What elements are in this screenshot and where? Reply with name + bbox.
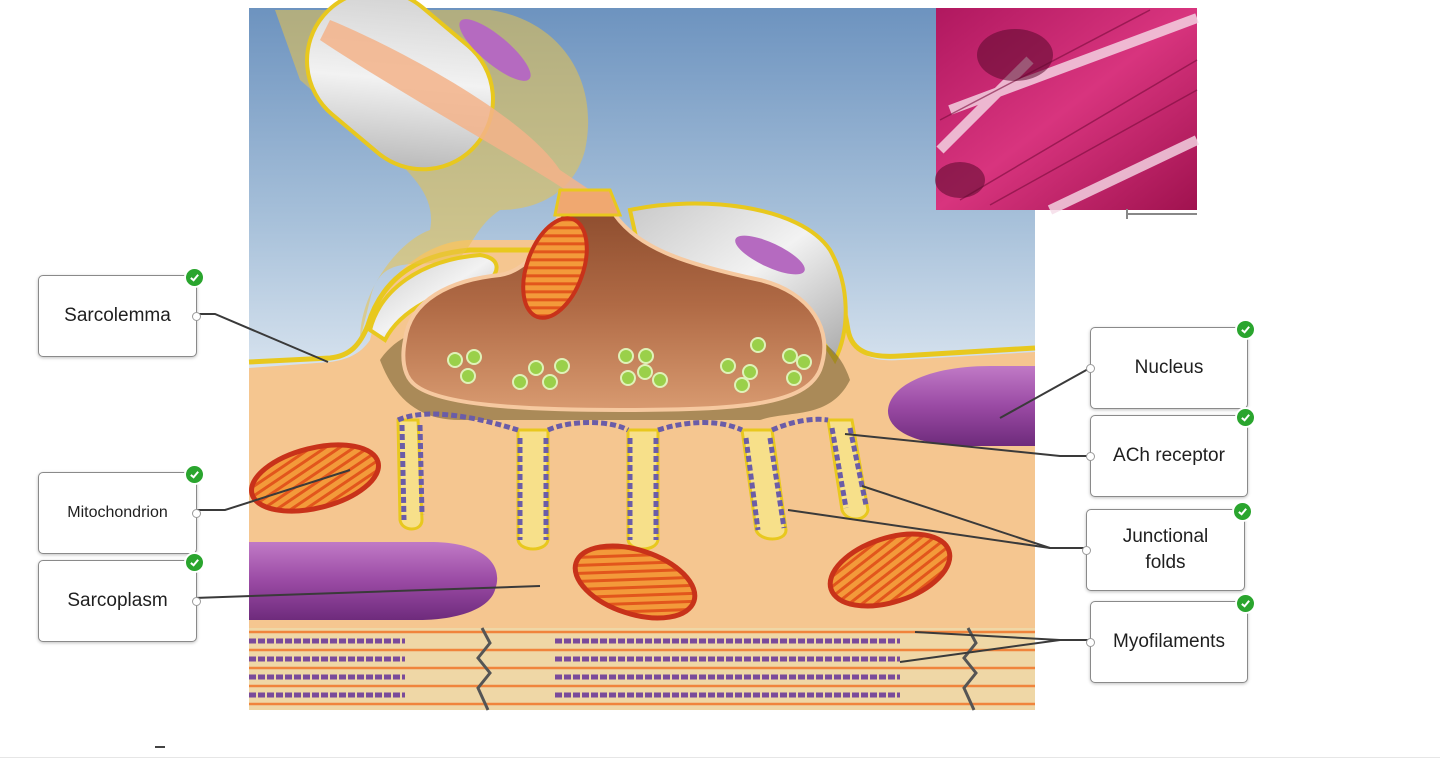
anchor-dot-icon[interactable] (192, 597, 201, 606)
axon-neck (555, 190, 620, 215)
label-myofilaments[interactable]: Myofilaments (1090, 601, 1248, 683)
anchor-dot-icon[interactable] (1086, 638, 1095, 647)
label-text: Sarcoplasm (61, 588, 173, 614)
label-text: Nucleus (1129, 355, 1210, 381)
check-icon (184, 552, 205, 573)
label-text: Mitochondrion (61, 500, 174, 526)
bottom-divider (0, 757, 1440, 758)
label-text: Sarcolemma (58, 303, 177, 329)
label-sarcoplasm[interactable]: Sarcoplasm (38, 560, 197, 642)
label-ach-receptor[interactable]: ACh receptor (1090, 415, 1248, 497)
anchor-dot-icon[interactable] (192, 509, 201, 518)
check-icon (1235, 593, 1256, 614)
label-junctional-folds[interactable]: Junctional folds (1086, 509, 1245, 591)
label-text: Junctional folds (1117, 524, 1215, 576)
label-nucleus[interactable]: Nucleus (1090, 327, 1248, 409)
check-icon (184, 464, 205, 485)
anchor-dot-icon[interactable] (1086, 452, 1095, 461)
bottom-dash (155, 746, 165, 748)
anchor-dot-icon[interactable] (192, 312, 201, 321)
check-icon (1232, 501, 1253, 522)
check-icon (1235, 319, 1256, 340)
histology-micrograph (935, 8, 1197, 210)
muscle-nucleus-left (249, 542, 497, 620)
label-text: Myofilaments (1107, 629, 1231, 655)
label-sarcolemma[interactable]: Sarcolemma (38, 275, 197, 357)
label-mitochondrion[interactable]: Mitochondrion (38, 472, 197, 554)
label-text: ACh receptor (1107, 443, 1231, 469)
check-icon (184, 267, 205, 288)
anchor-dot-icon[interactable] (1082, 546, 1091, 555)
check-icon (1235, 407, 1256, 428)
anchor-dot-icon[interactable] (1086, 364, 1095, 373)
myofilament-bundle (249, 628, 1035, 710)
